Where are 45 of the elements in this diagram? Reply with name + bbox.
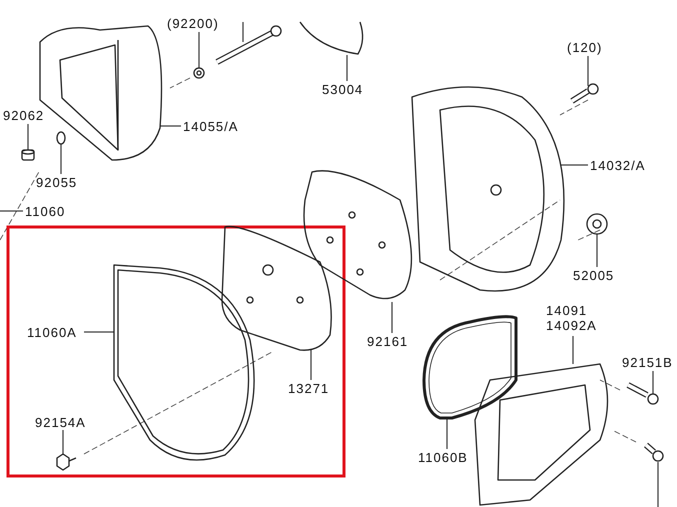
bolt-drawing [570, 83, 599, 104]
leader-line [446, 418, 448, 450]
part-number: (92200) [167, 16, 219, 31]
gasket-drawing [113, 264, 255, 461]
leader-line [346, 54, 348, 82]
leader-line [560, 164, 588, 166]
part-number: 11060 [25, 204, 66, 219]
part-number: 52005 [573, 268, 614, 283]
leader-line [198, 32, 200, 68]
grommet-drawing [586, 213, 608, 235]
leader-line [62, 430, 64, 456]
part-number: 92062 [3, 108, 44, 123]
part-number: 92055 [36, 175, 78, 190]
pin-drawing [21, 149, 35, 161]
leader-line [60, 144, 62, 174]
part-number: 92161 [367, 334, 408, 349]
part-number: 14055/A [183, 119, 238, 134]
leader-line [242, 22, 244, 42]
bolt-drawing [644, 442, 664, 462]
part-number: 53004 [322, 82, 364, 97]
part-number: 14091 [546, 303, 588, 318]
part-number: 13271 [288, 381, 330, 396]
gasket-drawing [422, 315, 518, 420]
part-number: 11060B [418, 450, 468, 465]
bolt-drawing [216, 25, 282, 65]
leader-line [0, 210, 24, 212]
washer-drawing [193, 67, 205, 79]
part-number: 92154A [35, 415, 86, 430]
leader-line [596, 234, 598, 268]
bolt-drawing [626, 382, 659, 405]
cover-drawing [299, 22, 364, 55]
leader-line [572, 336, 574, 364]
leader-line [652, 370, 654, 394]
o-ring-drawing [56, 131, 66, 145]
cover-drawing [474, 363, 608, 506]
part-number: 14092A [546, 318, 597, 333]
leader-line [310, 350, 312, 380]
plate-drawing [221, 226, 332, 351]
part-number: 14032/A [590, 158, 646, 173]
bolt-drawing [56, 453, 76, 471]
part-number: (120) [567, 40, 602, 55]
part-number: 92151B [622, 355, 673, 370]
plate-drawing [303, 170, 412, 300]
cover-drawing [411, 86, 564, 292]
part-number: 11060A [27, 325, 77, 340]
